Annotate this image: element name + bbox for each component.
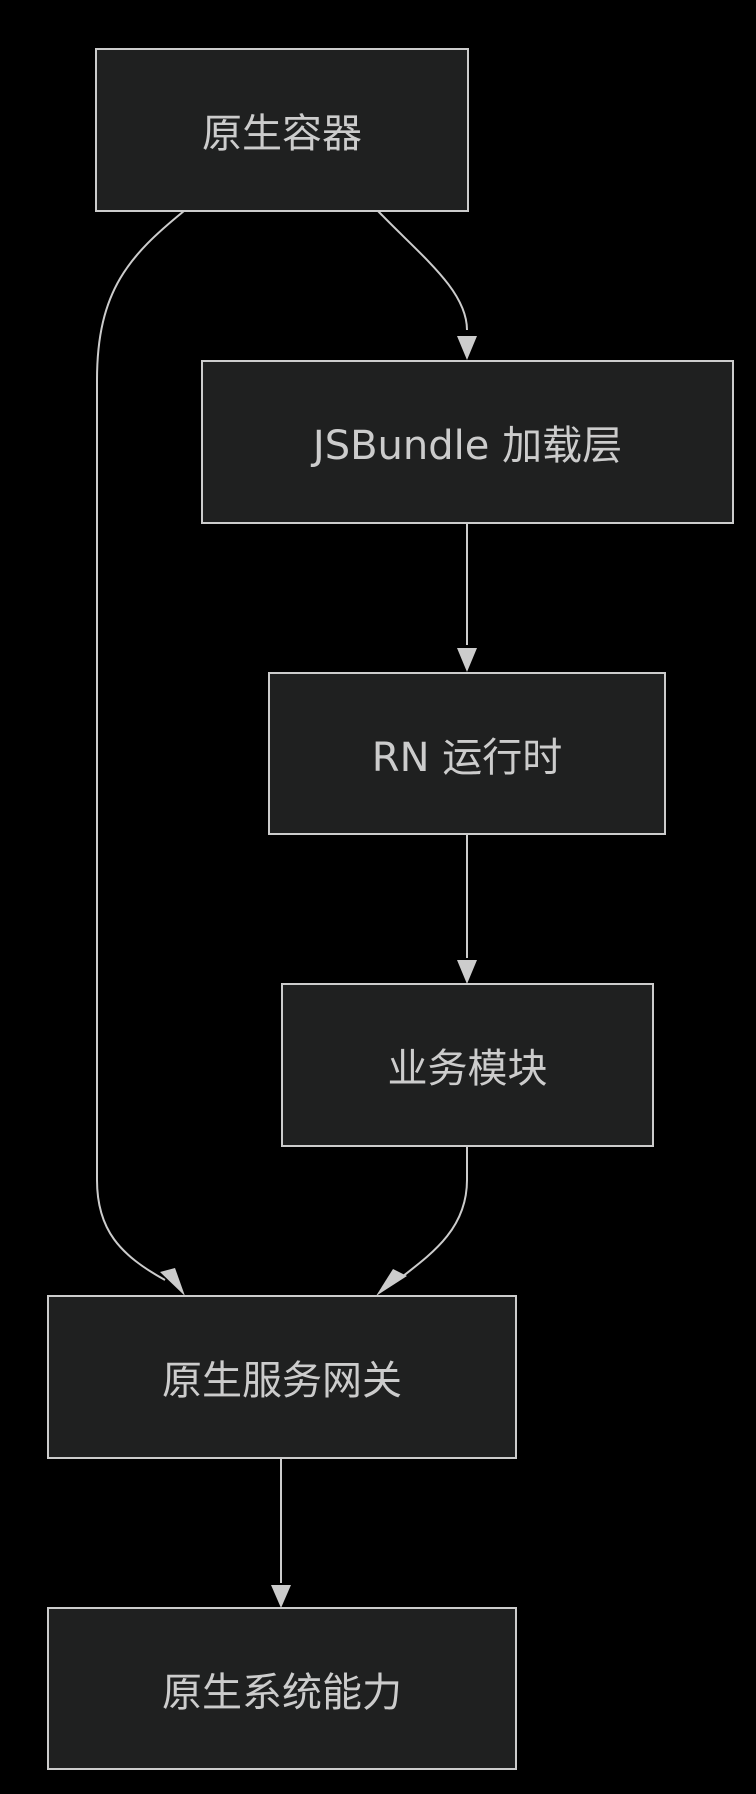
node-label: 原生系统能力 [162, 1669, 402, 1716]
edge-n1-n5 [96, 210, 185, 1281]
arrowhead [457, 960, 477, 984]
arrowhead [376, 1269, 407, 1296]
node-label: 原生容器 [202, 111, 362, 157]
edge-n1-n2 [377, 210, 468, 331]
node-native-container: 原生容器 [95, 48, 469, 212]
node-native-service-gateway: 原生服务网关 [47, 1295, 517, 1459]
node-native-system-capability: 原生系统能力 [47, 1607, 517, 1770]
node-business-module: 业务模块 [281, 983, 654, 1147]
node-label: 原生服务网关 [162, 1358, 402, 1404]
edge-n4-n5 [397, 1146, 468, 1281]
node-label: JSBundle 加载层 [312, 423, 623, 469]
arrowhead [457, 336, 477, 360]
node-jsbundle-loader: JSBundle 加载层 [201, 360, 734, 524]
node-label: RN 运行时 [371, 734, 563, 781]
node-rn-runtime: RN 运行时 [268, 672, 666, 835]
arrowhead [160, 1268, 185, 1296]
arrowhead [271, 1585, 291, 1608]
arrowhead [457, 648, 477, 672]
node-label: 业务模块 [387, 1046, 548, 1092]
